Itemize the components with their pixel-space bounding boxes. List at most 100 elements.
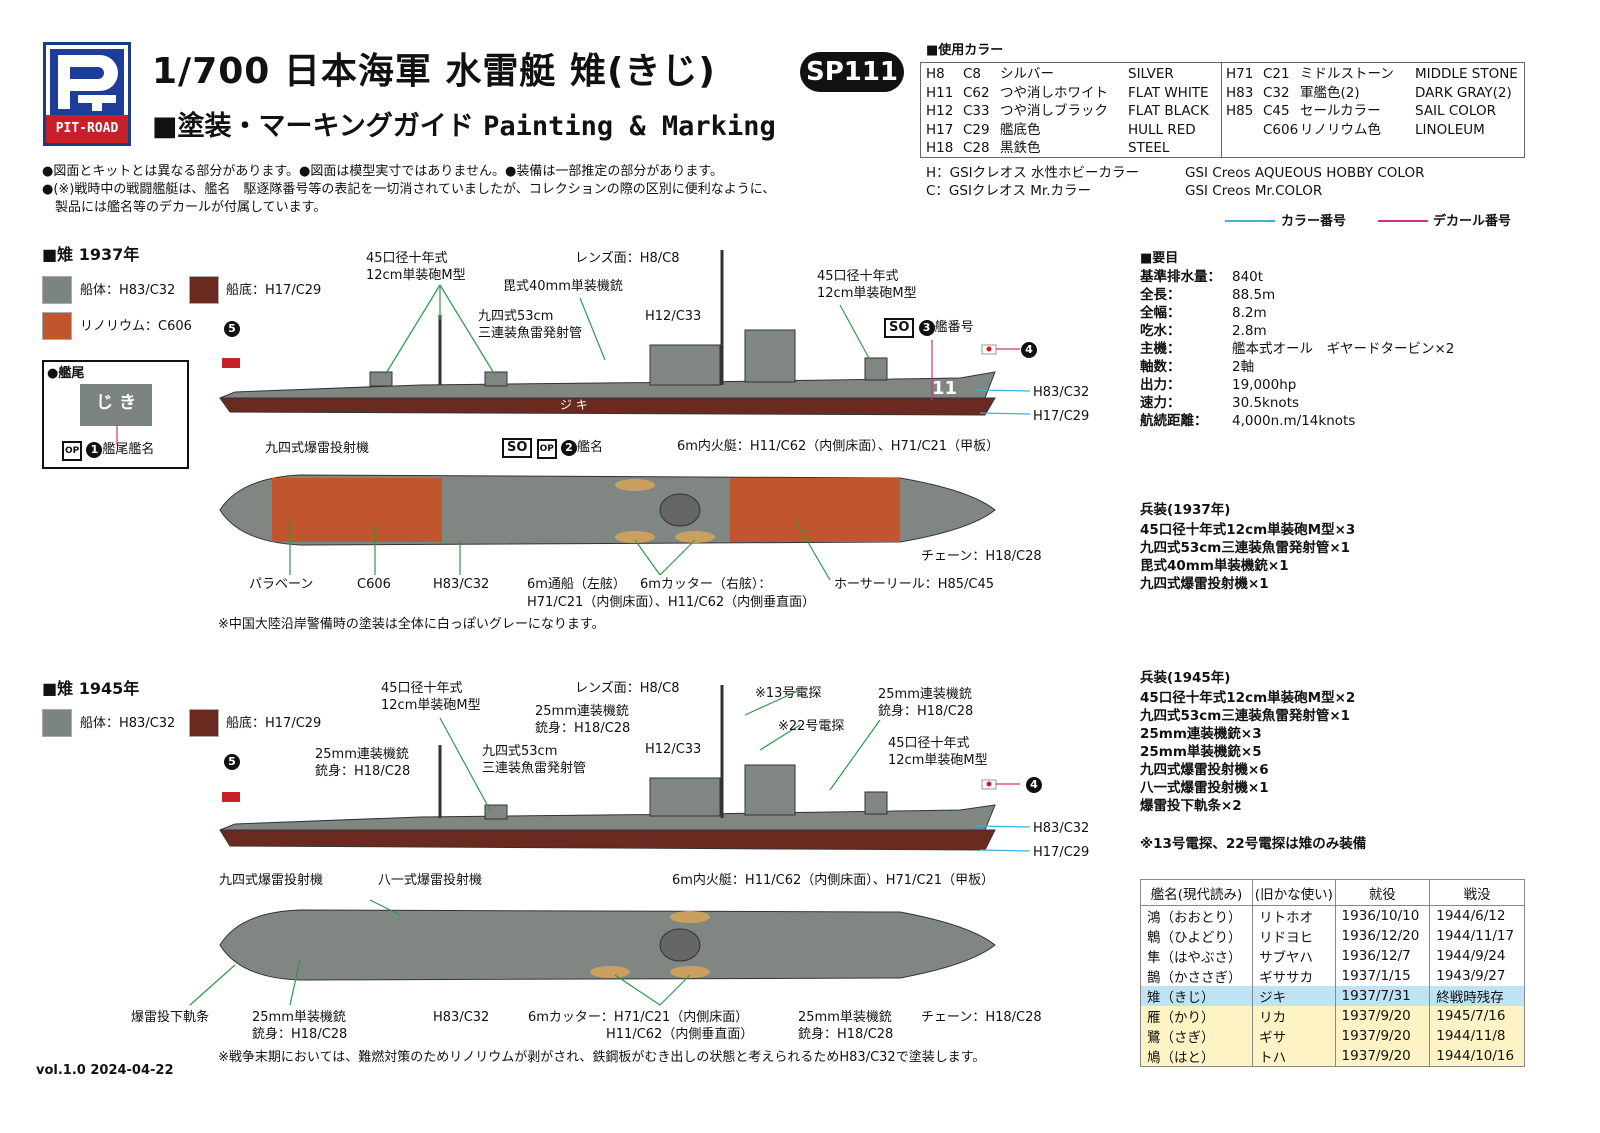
armament-item: 爆雷投下軌条×2: [1140, 798, 1242, 814]
table-cell: 1936/10/10: [1334, 905, 1431, 926]
stern-name-plate: じ き: [80, 384, 152, 426]
label-mgt3: 25mm連装機銃 銃身：H18/C28: [315, 747, 411, 779]
color-leader-lines: [974, 389, 1031, 852]
table-cell: リカ: [1252, 1006, 1336, 1026]
color-cell: シルバー: [1000, 66, 1054, 82]
color-cell: C606: [1263, 121, 1299, 138]
spec-label: 吃水：: [1140, 323, 1181, 339]
label-h17: H17/C29: [1033, 845, 1090, 860]
label-rail: 爆雷投下軌条: [131, 1010, 210, 1025]
decal-legend-label: デカール番号: [1433, 214, 1512, 229]
label-gun2: 45口径十年式 12cm単装砲M型: [888, 736, 988, 768]
spec-value: 88.5m: [1232, 287, 1276, 303]
spec-label: 出力：: [1140, 377, 1181, 393]
spec-label: 軸数：: [1140, 359, 1181, 375]
color-cell: DARK GRAY(2): [1415, 84, 1512, 101]
section-1937-heading: ■雉 1937年: [42, 245, 140, 264]
label-lens: レンズ面：H8/C8: [575, 681, 680, 696]
color-cell: H83: [1226, 84, 1254, 101]
swatch-hull-label: 船体：H83/C32: [80, 716, 176, 731]
color-cell: C32: [1263, 84, 1290, 101]
color-cell: C45: [1263, 103, 1290, 119]
label-paravane: パラベーン: [249, 577, 314, 592]
spec-label: 航続距離：: [1140, 413, 1208, 429]
swatch-hull: [42, 709, 72, 737]
table-cell: 鳩（はと）: [1139, 1046, 1254, 1067]
section-1945-heading: ■雉 1945年: [42, 679, 140, 698]
stern-heading: ●艦尾: [47, 366, 85, 381]
swatch-bottom: [189, 276, 219, 304]
armament-item: 45口径十年式12cm単装砲M型×2: [1140, 690, 1356, 706]
key-h-en: GSI Creos AQUEOUS HOBBY COLOR: [1185, 165, 1425, 181]
spec-value: 840t: [1232, 269, 1264, 285]
label-h83: H83/C32: [1033, 821, 1090, 836]
swatch-hull: [42, 276, 72, 304]
label-cutter2: H71/C21（内側床面）、H11/C62（内側垂直面）: [527, 595, 816, 610]
table-cell: ギサ: [1252, 1026, 1336, 1046]
color-table: [920, 62, 1525, 158]
label-gun1: 45口径十年式 12cm単装砲M型: [381, 681, 481, 713]
label-boat: 6m通船（左舷）: [527, 577, 626, 592]
label-dc81: 八一式爆雷投射機: [378, 873, 483, 888]
color-cell: SILVER: [1128, 66, 1174, 82]
decal-5: 5: [224, 753, 240, 770]
label-gun1: 45口径十年式 12cm単装砲M型: [366, 251, 466, 283]
spec-value: 2軸: [1232, 359, 1255, 375]
logo-pit-mark: [50, 49, 124, 115]
color-cell: H11: [926, 84, 954, 101]
table-cell: 1937/1/15: [1334, 966, 1431, 986]
armament-item: 45口径十年式12cm単装砲M型×3: [1140, 522, 1356, 538]
label-cutter: 6mカッター：H71/C21（内側床面） H11/C62（内側垂直面）: [528, 1010, 754, 1042]
table-cell: トハ: [1252, 1046, 1336, 1067]
table-cell: 1937/9/20: [1334, 1006, 1431, 1026]
table-cell: 終戦時残存: [1429, 986, 1525, 1006]
decal-4: 4: [1026, 776, 1042, 793]
swatch-bottom-label: 船底：H17/C29: [226, 716, 322, 731]
color-cell: H71: [1226, 66, 1254, 82]
table-cell: 1944/10/16: [1429, 1046, 1525, 1067]
brand-name: PIT-ROAD: [46, 115, 128, 143]
label-gun2: 45口径十年式 12cm単装砲M型: [817, 269, 917, 301]
armament-item: 25mm単装機銃×5: [1140, 744, 1262, 760]
decal-legend-line: [1378, 220, 1428, 222]
label-launch: 6m内火艇：H11/C62（内側床面）、H71/C21（甲板）: [672, 873, 995, 888]
label-dc94: 九四式爆雷投射機: [219, 873, 324, 888]
label-r22: ※22号電探: [778, 719, 845, 734]
table-cell: 鵯（ひよどり）: [1139, 926, 1254, 946]
table-cell: 1936/12/20: [1334, 926, 1431, 946]
table-cell: サブヤハ: [1252, 946, 1336, 966]
hull-kana-marking: ジ キ: [560, 398, 588, 412]
note-line: 製品には艦名等のデカールが付属しています。: [42, 200, 327, 215]
table-cell: 1944/11/17: [1429, 926, 1525, 946]
color-legend-label: カラー番号: [1281, 214, 1347, 229]
spec-value: 8.2m: [1232, 305, 1267, 321]
armament-1937-heading: 兵装(1937年): [1140, 502, 1231, 518]
swatch-linoleum-label: リノリウム：C606: [80, 319, 192, 334]
label-h83: H83/C32: [1033, 385, 1090, 400]
spec-label: 全幅：: [1140, 305, 1181, 321]
table-cell: リトホオ: [1252, 905, 1336, 926]
version-label: vol.1.0 2024-04-22: [36, 1063, 174, 1078]
armament-1945-heading: 兵装(1945年): [1140, 670, 1231, 686]
spec-label: 速力：: [1140, 395, 1181, 411]
armament-item: 25mm連装機銃×3: [1140, 726, 1262, 742]
note-1937: ※中国大陸沿岸警備時の塗装は全体に白っぽいグレーになります。: [218, 617, 605, 632]
label-r13: ※13号電探: [755, 686, 822, 701]
color-cell: C29: [963, 121, 990, 138]
leader-lines: [189, 284, 881, 1006]
color-cell: H18: [926, 140, 954, 156]
col-header: 戦没: [1429, 879, 1525, 906]
page-subtitle: ■塗装・マーキングガイド Painting & Marking: [152, 110, 776, 144]
spec-value: 19,000hp: [1232, 377, 1297, 393]
table-cell: 1937/9/20: [1334, 1046, 1431, 1067]
table-cell: 雁（かり）: [1139, 1006, 1254, 1026]
label-torp: 九四式53cm 三連装魚雷発射管: [482, 744, 587, 776]
color-cell: C21: [1263, 66, 1290, 82]
color-cell: C28: [963, 140, 990, 156]
note-line: ●(※)戦時中の戦闘艦艇は、艦名 駆逐隊番号等の表記を一切消されていましたが、コ…: [42, 182, 776, 197]
color-cell: 黒鉄色: [1000, 140, 1041, 156]
